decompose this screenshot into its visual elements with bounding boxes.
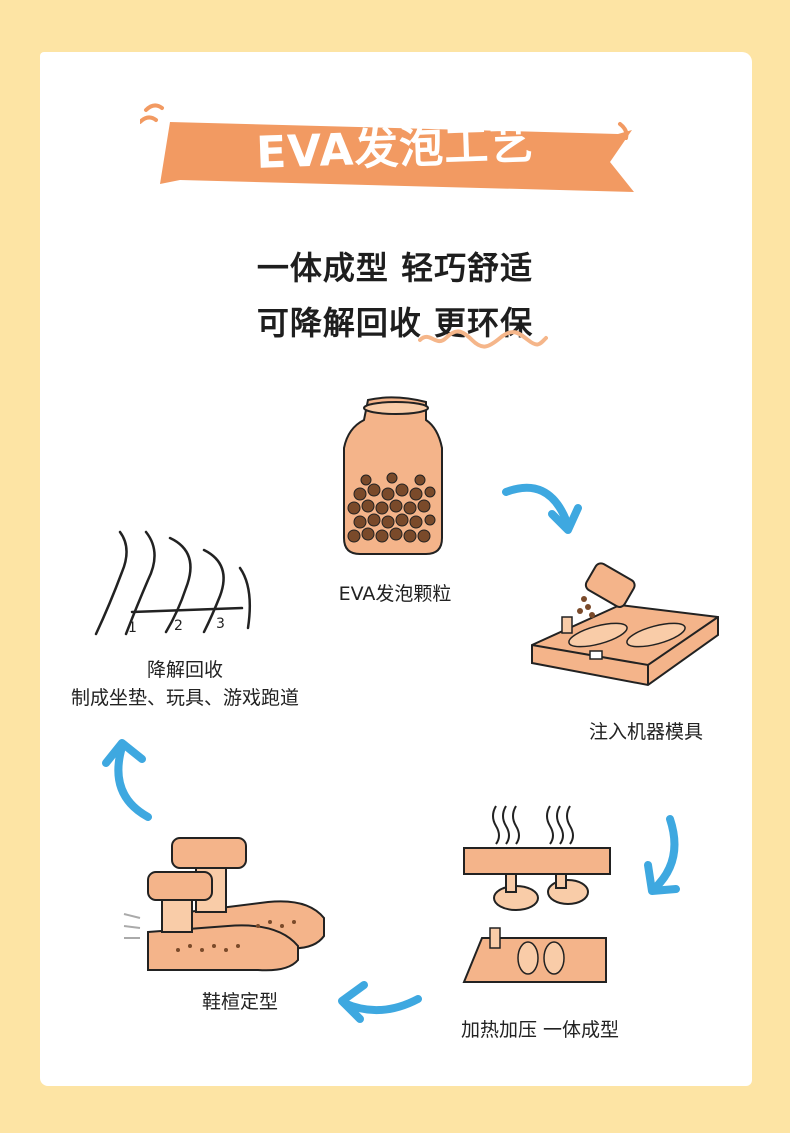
running-track-icon: 1 2 3 [92, 528, 262, 640]
arrow-right-down-icon [500, 480, 590, 540]
arrow-left-icon [330, 975, 425, 1025]
jar-of-beads-icon [330, 398, 460, 558]
heat-press-icon [458, 802, 628, 1002]
step-1-label: EVA发泡颗粒 [320, 580, 470, 608]
step-5-title: 降解回收 [40, 656, 330, 684]
step-4-label: 鞋楦定型 [185, 988, 295, 1016]
underline-squiggle-icon [418, 328, 548, 350]
step-3-label: 加热加压 一体成型 [445, 1016, 635, 1044]
step-5-label: 降解回收 制成坐垫、玩具、游戏跑道 [40, 656, 330, 712]
step-2-label: 注入机器模具 [566, 718, 726, 746]
svg-text:1: 1 [128, 620, 137, 636]
tagline-line-1: 一体成型 轻巧舒适 [0, 243, 790, 289]
tagline-line-2: 可降解回收 更环保 [0, 298, 790, 344]
step-5-subtitle: 制成坐垫、玩具、游戏跑道 [40, 684, 330, 712]
mold-pouring-icon [528, 565, 728, 700]
arrow-up-icon [100, 735, 160, 825]
svg-text:2: 2 [174, 618, 183, 634]
shoe-last-icon [118, 832, 333, 977]
svg-text:3: 3 [216, 616, 225, 632]
arrow-down-icon [640, 815, 690, 900]
